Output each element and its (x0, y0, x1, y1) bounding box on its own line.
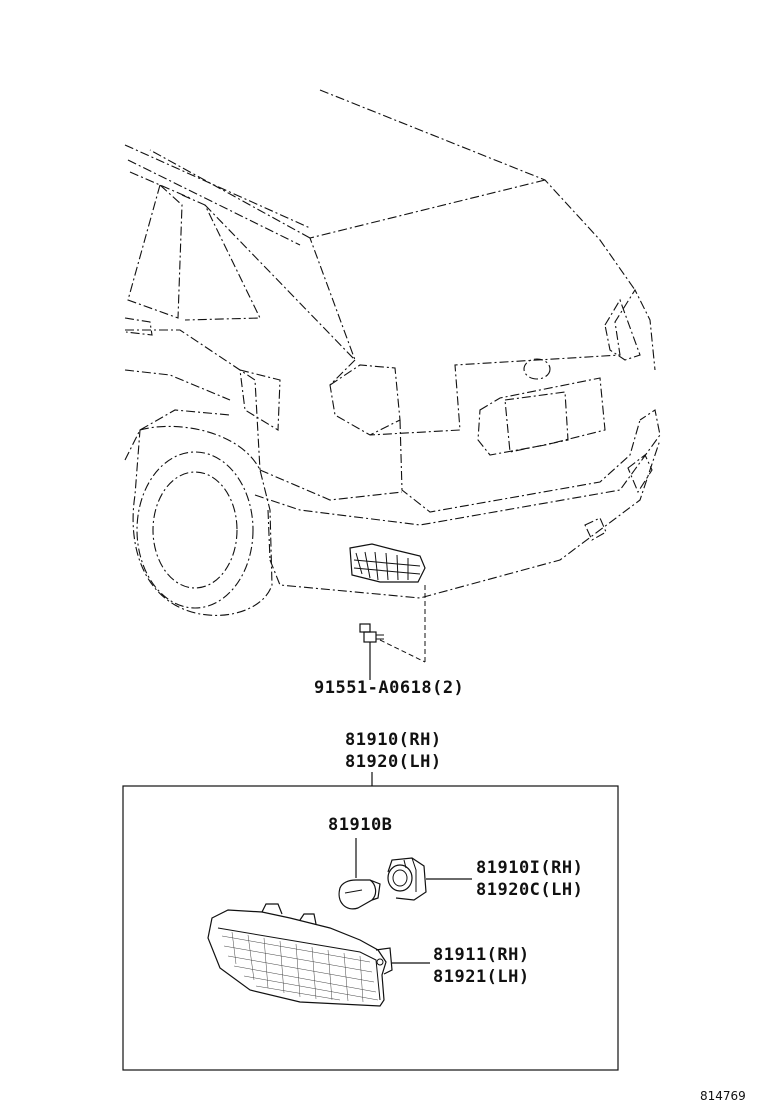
lens-part-number-lh: 81921(LH) (433, 967, 530, 987)
screw-fastener (359, 623, 384, 680)
lens-housing (207, 903, 393, 1007)
bulb (338, 879, 381, 910)
lens-prism-pattern (221, 931, 379, 1003)
socket-part-number-lh: 81920C(LH) (476, 880, 583, 900)
assembly-label-lh: 81920(LH) (345, 752, 442, 772)
fastener-part-number: 91551-A0618(2) (314, 678, 464, 698)
assembly-label-rh: 81910(RH) (345, 730, 442, 750)
vehicle-rear-illustration (124, 89, 661, 663)
socket-part-number-rh: 81910I(RH) (476, 858, 583, 878)
figure-id: 814769 (700, 1089, 746, 1103)
bulb-part-number: 81910B (328, 815, 392, 835)
bulb-socket (387, 857, 427, 901)
lens-part-number-rh: 81911(RH) (433, 945, 530, 965)
reflector-on-vehicle (349, 543, 426, 583)
exploded-view-frame (122, 785, 619, 1071)
